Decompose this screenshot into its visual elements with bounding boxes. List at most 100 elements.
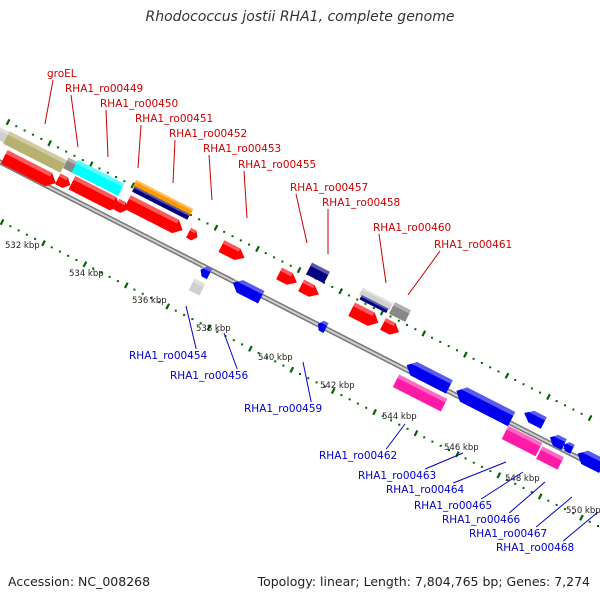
major-tick <box>82 261 88 268</box>
gene-ro00468 <box>577 446 600 474</box>
major-tick <box>5 118 11 126</box>
gene-body <box>71 159 125 197</box>
minor-tick <box>198 218 201 221</box>
kbp-label: 542 kbp <box>320 381 355 391</box>
minor-tick <box>239 239 242 242</box>
gene-highlight <box>319 319 329 326</box>
minor-tick <box>17 229 20 232</box>
kbp-label: 548 kbp <box>505 474 540 484</box>
gene-arrow-4 <box>113 198 128 213</box>
minor-tick <box>282 364 285 367</box>
gene-ro00452-navy <box>132 186 190 220</box>
gene-ro00466 <box>536 446 564 470</box>
kbp-label: 544 kbp <box>382 412 417 422</box>
kbp-label: 534 kbp <box>69 269 104 279</box>
gene-highlight <box>397 374 448 403</box>
gene-body <box>218 240 245 261</box>
major-tick <box>330 387 336 395</box>
minor-tick <box>572 408 575 411</box>
minor-tick <box>299 373 301 375</box>
gene-body <box>389 302 411 322</box>
kbp-label: 538 kbp <box>196 324 231 334</box>
gene-highlight <box>201 264 212 273</box>
gene-body <box>524 410 547 429</box>
gene-label-bottom: RHA1_ro00463 <box>358 470 436 482</box>
gene-label-top: RHA1_ro00453 <box>203 143 281 155</box>
major-tick <box>546 393 551 401</box>
gene-body <box>123 195 183 234</box>
major-tick <box>463 351 468 358</box>
major-tick <box>0 218 5 226</box>
gene-highlight <box>408 358 453 384</box>
minor-tick <box>530 387 533 390</box>
minor-tick <box>347 294 350 297</box>
minor-tick <box>108 275 111 278</box>
gene-label-top: RHA1_ro00460 <box>373 222 451 234</box>
gene-highlight <box>579 446 600 464</box>
kbp-label: 540 kbp <box>258 353 293 363</box>
gene-label-bottom: RHA1_ro00462 <box>319 450 397 462</box>
gene-highlight <box>133 186 190 217</box>
minor-tick <box>522 383 525 386</box>
callout-line <box>302 361 312 403</box>
gene-label-top: RHA1_ro00451 <box>135 113 213 125</box>
major-tick <box>537 493 543 500</box>
minor-tick <box>56 146 59 149</box>
kbp-label: 550 kbp <box>566 506 600 516</box>
minor-tick <box>464 457 467 460</box>
minor-tick <box>307 377 310 380</box>
callout-line <box>185 305 197 350</box>
minor-tick <box>439 340 442 343</box>
callout-line <box>70 94 79 148</box>
gene-body <box>200 266 212 280</box>
major-tick <box>41 239 46 247</box>
major-tick <box>123 282 129 289</box>
major-tick <box>289 366 295 374</box>
callout-line <box>378 233 387 284</box>
gene-body <box>577 450 600 474</box>
minor-tick <box>480 362 483 364</box>
gene-arrow-9 <box>298 279 319 297</box>
minor-tick <box>406 324 409 326</box>
kbp-label: 532 kbp <box>5 241 40 251</box>
minor-tick <box>40 137 43 140</box>
gene-highlight <box>564 440 575 448</box>
gene-body <box>359 294 389 314</box>
minor-tick <box>472 357 475 360</box>
minor-tick <box>265 356 268 359</box>
gene-highlight <box>506 425 543 447</box>
gene-highlight <box>5 150 53 177</box>
minor-tick <box>448 449 450 451</box>
minor-tick <box>397 319 400 322</box>
gene-highlight <box>360 294 389 311</box>
gene-label-bottom: RHA1_ro00465 <box>414 500 492 512</box>
minor-tick <box>372 307 375 310</box>
minor-tick <box>31 133 34 136</box>
minor-tick <box>597 525 599 527</box>
minor-tick <box>15 125 18 128</box>
major-tick <box>248 345 253 352</box>
major-tick <box>88 161 94 168</box>
minor-tick <box>199 322 202 325</box>
gene-ro00458 <box>306 262 330 284</box>
major-tick <box>296 266 302 274</box>
minor-tick <box>191 318 194 321</box>
gene-arrow-3 <box>68 176 121 211</box>
minor-tick <box>481 465 484 468</box>
minor-tick <box>555 400 558 403</box>
minor-tick <box>340 394 343 397</box>
minor-tick <box>588 520 591 523</box>
minor-tick <box>123 180 126 183</box>
minor-tick <box>364 302 367 305</box>
major-tick <box>213 224 219 231</box>
gene-label-bottom: RHA1_ro00468 <box>496 542 574 554</box>
gene-ro00467b <box>563 440 575 454</box>
minor-tick <box>456 349 458 352</box>
minor-tick <box>141 292 144 295</box>
callout-line <box>508 481 546 514</box>
minor-tick <box>106 171 109 174</box>
gene-highlight <box>128 195 179 224</box>
major-tick <box>338 287 344 295</box>
minor-tick <box>34 237 37 240</box>
